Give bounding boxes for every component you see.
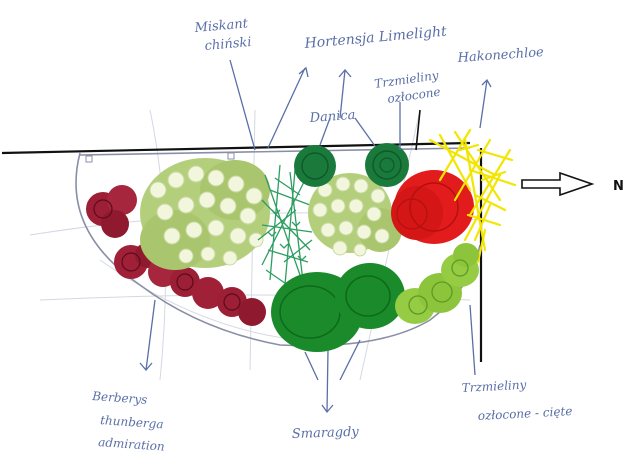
plant-szmaragd-right	[335, 263, 405, 329]
plant-hakonechloe	[428, 128, 517, 264]
north-border-tick	[415, 109, 421, 151]
label-trzmieliny-bottom: Trzmieliny ozłocone - cięte	[461, 378, 572, 423]
plant-miskant	[257, 164, 313, 291]
marker-square	[227, 152, 235, 160]
svg-text:ozłocone - cięte: ozłocone - cięte	[477, 404, 572, 423]
plant-danica-right	[365, 143, 409, 187]
plant-berberys	[86, 185, 266, 326]
plant-hortensja-left	[140, 158, 270, 270]
label-danica: Danica	[308, 108, 356, 126]
svg-text:admiration: admiration	[98, 435, 165, 454]
north-arrow: N	[521, 171, 624, 197]
leader-lines	[139, 59, 492, 414]
svg-text:Miskant: Miskant	[193, 16, 249, 36]
plant-trzmieliny-bottom	[395, 243, 479, 324]
label-hortensja: Hortensja Limelight	[303, 24, 448, 52]
label-miskant: Miskant chiński	[193, 16, 252, 54]
svg-text:thunberga: thunberga	[100, 413, 164, 431]
north-label: N	[613, 179, 624, 194]
marker-square	[85, 155, 93, 163]
label-hakonechloe: Hakonechloe	[456, 45, 544, 66]
svg-text:chiński: chiński	[204, 35, 252, 54]
svg-text:Berberys: Berberys	[91, 389, 148, 407]
plant-hortensja-right	[308, 173, 402, 257]
plant-danica-left	[294, 145, 336, 187]
label-trzmieliny-top: Trzmieliny ozłocone	[373, 68, 441, 106]
label-szmaragdy: Smaragdy	[292, 425, 360, 442]
plant-red-shrub	[391, 170, 474, 244]
svg-text:Trzmieliny: Trzmieliny	[461, 378, 526, 395]
label-berberys: Berberys thunberga admiration	[91, 389, 165, 454]
